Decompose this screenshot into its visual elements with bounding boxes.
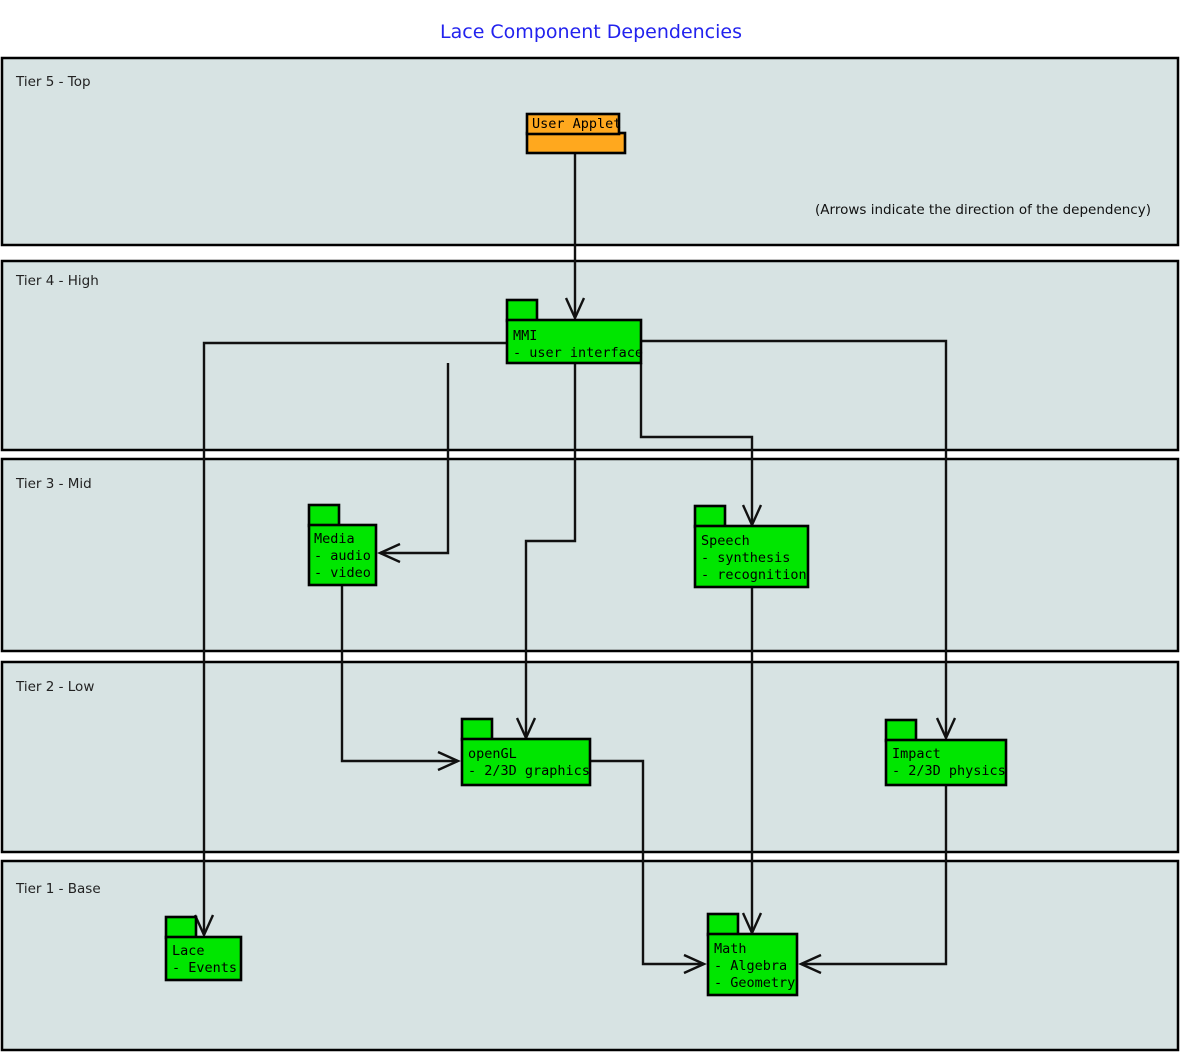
mmi-tab: [505, 298, 539, 323]
node-opengl[interactable]: openGL - 2/3D graphics: [460, 717, 592, 787]
speech-name: Speech: [701, 533, 750, 549]
tier-label-tier2: Tier 2 - Low: [15, 679, 94, 695]
speech-tab: [693, 504, 727, 529]
speech-item-0: - synthesis: [701, 550, 790, 566]
node-impact[interactable]: Impact - 2/3D physics: [884, 718, 1008, 787]
node-lace[interactable]: Lace - Events: [164, 915, 243, 982]
impact-item-0: - 2/3D physics: [892, 763, 1006, 779]
user-applet-body: [525, 131, 627, 155]
tier-label-tier5: Tier 5 - Top: [15, 74, 91, 90]
tier-label-tier4: Tier 4 - High: [15, 273, 99, 289]
media-tab: [307, 503, 341, 528]
edge-mmi-to-media: [377, 363, 450, 564]
lace-tab: [164, 915, 198, 940]
node-speech[interactable]: Speech - synthesis - recognition: [693, 504, 810, 589]
mmi-body: [505, 318, 643, 365]
lace-body: [164, 935, 243, 982]
edge-impact-to-math: [798, 785, 948, 975]
mmi-item-0: - user interface: [513, 345, 643, 361]
impact-body: [884, 738, 1008, 787]
user-applet-name: User Applet: [532, 116, 621, 132]
mmi-name: MMI: [513, 328, 537, 344]
speech-item-1: - recognition: [701, 567, 807, 583]
node-user-applet[interactable]: User Applet: [525, 112, 627, 155]
lace-item-0: - Events: [172, 960, 237, 976]
media-item-1: - video: [314, 565, 371, 581]
speech-body: [693, 524, 810, 589]
media-item-0: - audio: [314, 548, 371, 564]
tier-band-tier3: [0, 457, 1180, 653]
tier-label-tier1: Tier 1 - Base: [15, 881, 101, 897]
opengl-body: [460, 737, 592, 787]
opengl-item-0: - 2/3D graphics: [468, 763, 590, 779]
opengl-name: openGL: [468, 746, 517, 762]
impact-name: Impact: [892, 746, 941, 762]
math-name: Math: [714, 941, 747, 957]
node-mmi[interactable]: MMI - user interface: [505, 298, 643, 365]
node-math[interactable]: Math - Algebra - Geometry: [706, 912, 799, 997]
edge-opengl-to-math: [590, 759, 707, 975]
math-item-1: - Geometry: [714, 975, 795, 991]
node-media[interactable]: Media - audio - video: [307, 503, 378, 587]
impact-tab: [884, 718, 918, 743]
user-applet-tab: [525, 112, 621, 136]
opengl-tab: [460, 717, 494, 742]
edge-media-to-opengl: [340, 585, 461, 772]
media-name: Media: [314, 531, 355, 547]
tier-label-tier3: Tier 3 - Mid: [15, 476, 92, 492]
media-body: [307, 523, 378, 587]
edge-mmi-to-impact: [641, 339, 957, 741]
math-body: [706, 932, 799, 997]
edge-user-applet-to-mmi: [564, 153, 586, 321]
edge-mmi-to-lace: [193, 341, 507, 938]
math-item-0: - Algebra: [714, 958, 787, 974]
diagram-title: Lace Component Dependencies: [440, 21, 742, 43]
lace-name: Lace: [172, 943, 205, 959]
math-tab: [706, 912, 740, 937]
arrow-direction-note: (Arrows indicate the direction of the de…: [815, 202, 1151, 218]
